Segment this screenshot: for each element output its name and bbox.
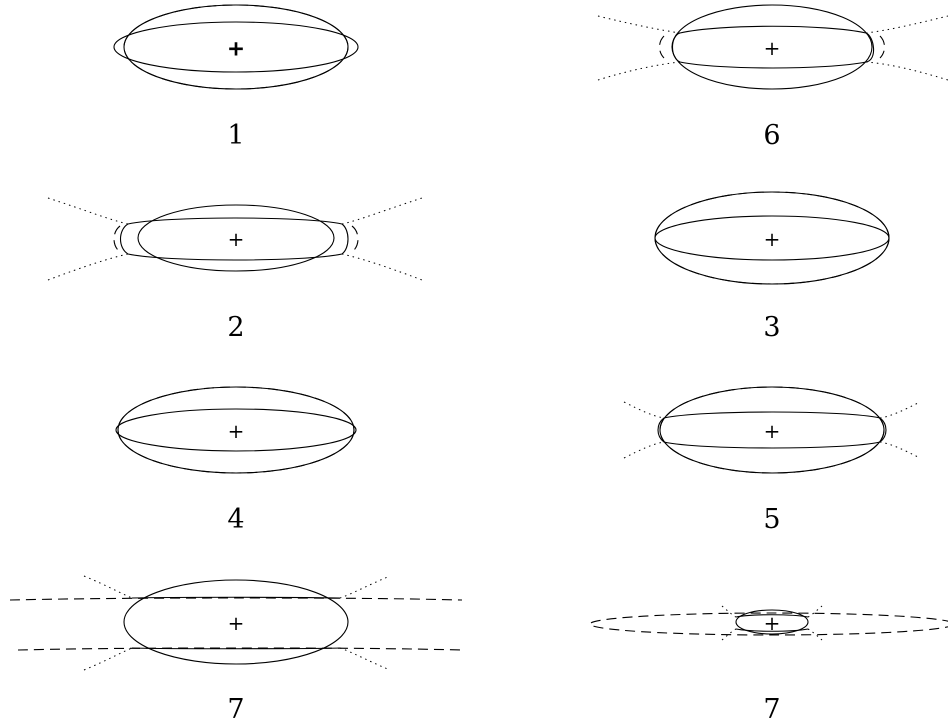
dotted-branch xyxy=(721,628,737,641)
outer-ellipse xyxy=(123,4,349,90)
panel-3: + 3 xyxy=(654,191,890,343)
dashed-ellipse-wide xyxy=(589,612,948,636)
inner-band-top xyxy=(735,614,809,618)
panel-7-right: + 7 xyxy=(589,605,948,725)
dashed-arc-right xyxy=(351,225,359,253)
dashed-arc-left xyxy=(113,225,121,253)
dotted-branch xyxy=(865,15,948,34)
center-marker: + xyxy=(228,419,245,443)
dotted-branch xyxy=(341,253,423,281)
panel-4: + 4 xyxy=(115,386,357,535)
dotted-branch xyxy=(865,61,948,81)
inner-ellipse xyxy=(654,215,890,261)
dotted-branch xyxy=(47,253,129,281)
center-marker: + xyxy=(228,36,245,60)
center-marker: + xyxy=(764,419,781,443)
dotted-branch xyxy=(83,647,133,671)
panel-label: 1 xyxy=(227,120,244,151)
panel-label: 5 xyxy=(763,504,780,535)
center-marker: + xyxy=(764,36,781,60)
dotted-branch xyxy=(807,605,823,618)
center-marker: + xyxy=(764,227,781,251)
small-ellipse xyxy=(735,609,809,635)
inner-band-bottom xyxy=(735,628,809,632)
panel-label: 7 xyxy=(763,694,780,725)
panel-label: 2 xyxy=(227,312,244,343)
dotted-branch xyxy=(341,197,423,225)
center-marker: + xyxy=(764,611,781,635)
dashed-arc-right xyxy=(879,35,886,59)
inner-band-top xyxy=(131,596,341,599)
dotted-branch xyxy=(623,401,665,419)
dashed-line-bottom xyxy=(17,647,463,651)
inner-ellipse xyxy=(115,408,357,452)
panel-6: + 6 xyxy=(597,4,948,151)
dotted-branch xyxy=(339,575,391,599)
dotted-branch xyxy=(597,61,681,81)
center-marker: + xyxy=(228,611,245,635)
inner-band-bottom xyxy=(131,647,341,650)
center-marker: + xyxy=(228,227,245,251)
dotted-branch xyxy=(339,647,391,671)
dotted-branch xyxy=(597,15,681,34)
dashed-arc-left xyxy=(658,35,665,59)
panel-label: 4 xyxy=(227,504,244,535)
outer-ellipse xyxy=(117,386,355,474)
dotted-branch xyxy=(623,441,665,459)
panel-label: 6 xyxy=(763,120,780,151)
dotted-branch xyxy=(807,628,823,641)
dotted-branch xyxy=(47,197,129,225)
dotted-branch xyxy=(879,401,921,419)
dotted-branch xyxy=(721,605,737,618)
dashed-line-top xyxy=(9,597,463,601)
panel-7-left: + 7 xyxy=(9,575,463,725)
dotted-branch xyxy=(83,575,133,599)
panel-5: + 5 xyxy=(623,386,921,535)
dotted-branch xyxy=(879,441,921,459)
outer-ellipse xyxy=(137,204,335,272)
panel-label: 3 xyxy=(763,312,780,343)
panel-2: + 2 xyxy=(47,197,423,343)
inner-ellipse xyxy=(113,21,359,73)
outer-ellipse xyxy=(659,386,885,474)
panel-label: 7 xyxy=(227,694,244,725)
outer-ellipse xyxy=(123,579,349,665)
panel-1: + 1 xyxy=(113,4,359,151)
